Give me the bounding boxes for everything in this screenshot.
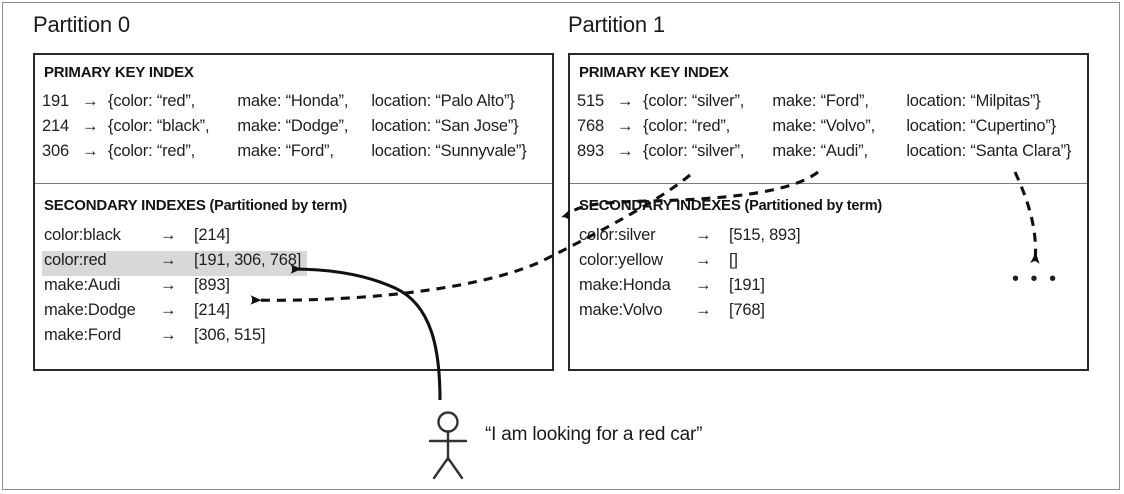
brace-open: { (108, 92, 114, 110)
sec-postings: [191] (729, 276, 765, 294)
sec-postings: [515, 893] (729, 226, 801, 244)
partition-1-secondary-rows: color:silver → [515, 893] color:yellow →… (577, 226, 806, 326)
sec-postings: [893] (194, 276, 230, 294)
sec-term: color:black (44, 226, 121, 244)
sec-postings: [306, 515] (194, 326, 266, 344)
primary-key-row: 191 → { color: “red”, make: “Honda”, loc… (42, 92, 550, 117)
pk-key: 893 (577, 142, 604, 160)
primary-key-row: 768 → { color: “red”, make: “Volvo”, loc… (577, 117, 1085, 142)
arrow-icon: → (617, 142, 634, 160)
secondary-index-row: color:silver → [515, 893] (577, 226, 806, 251)
secondary-index-heading-sub: (Partitioned by term) (740, 198, 883, 214)
ellipsis-more-terms: • • • (1012, 268, 1060, 290)
secondary-index-row: make:Ford → [306, 515] (42, 326, 307, 351)
pk-make: make: “Volvo”, (772, 117, 875, 135)
pk-key: 768 (577, 117, 604, 135)
arrow-icon: → (695, 276, 712, 294)
pk-key: 306 (42, 142, 69, 160)
sec-term: make:Dodge (44, 301, 136, 319)
arrow-icon: → (617, 117, 634, 135)
pk-location: location: “Cupertino”} (906, 117, 1056, 135)
sec-postings: [191, 306, 768] (194, 251, 302, 269)
partition-1-section-divider (570, 183, 1087, 184)
primary-key-row: 306 → { color: “red”, make: “Ford”, loca… (42, 142, 550, 167)
partition-1-secondary-index-heading: SECONDARY INDEXES (Partitioned by term) (579, 197, 882, 214)
sec-term: color:silver (579, 226, 656, 244)
sec-term: color:yellow (579, 251, 663, 269)
arrow-icon: → (695, 251, 712, 269)
brace-open: { (643, 142, 649, 160)
partition-0-primary-key-rows: 191 → { color: “red”, make: “Honda”, loc… (42, 92, 550, 167)
pk-key: 191 (42, 92, 69, 110)
pk-make: make: “Audi”, (772, 142, 868, 160)
partition-0-secondary-index-heading: SECONDARY INDEXES (Partitioned by term) (44, 197, 347, 214)
user-query-quote: “I am looking for a red car” (485, 424, 703, 445)
pk-location: location: “Santa Clara”} (906, 142, 1072, 160)
arrow-icon: → (160, 251, 177, 269)
arrow-icon: → (160, 326, 177, 344)
partition-0-primary-key-index-heading: PRIMARY KEY INDEX (44, 64, 194, 81)
secondary-index-row: color:yellow → [] (577, 251, 806, 276)
arrow-icon: → (160, 226, 177, 244)
arrow-icon: → (82, 92, 99, 110)
partition-0-title: Partition 0 (33, 12, 130, 37)
partition-1-primary-key-rows: 515 → { color: “silver”, make: “Ford”, l… (577, 92, 1085, 167)
secondary-index-row: color:black → [214] (42, 226, 307, 251)
pk-color: color: “silver”, (648, 92, 745, 110)
sec-term: make:Ford (44, 326, 122, 344)
sec-term: color:red (44, 251, 107, 269)
brace-open: { (643, 117, 649, 135)
arrow-icon: → (617, 92, 634, 110)
brace-open: { (643, 92, 649, 110)
pk-location: location: “Sunnyvale”} (371, 142, 527, 160)
arrow-icon: → (695, 301, 712, 319)
secondary-index-heading-main: SECONDARY INDEXES (44, 197, 206, 214)
sec-postings: [768] (729, 301, 765, 319)
arrow-icon: → (160, 276, 177, 294)
pk-color: color: “black”, (113, 117, 210, 135)
arrow-icon: → (82, 142, 99, 160)
pk-location: location: “Milpitas”} (906, 92, 1041, 110)
arrow-icon: → (82, 117, 99, 135)
pk-color: color: “red”, (648, 117, 731, 135)
secondary-index-heading-sub: (Partitioned by term) (205, 198, 348, 214)
pk-location: location: “San Jose”} (371, 117, 519, 135)
brace-open: { (108, 117, 114, 135)
sec-term: make:Honda (579, 276, 671, 294)
secondary-index-row: make:Audi → [893] (42, 276, 307, 301)
secondary-index-row: make:Volvo → [768] (577, 301, 806, 326)
pk-make: make: “Dodge”, (237, 117, 349, 135)
sec-postings: [214] (194, 226, 230, 244)
pk-location: location: “Palo Alto”} (371, 92, 515, 110)
primary-key-row: 214 → { color: “black”, make: “Dodge”, l… (42, 117, 550, 142)
partition-0-section-divider (35, 183, 552, 184)
sec-term: make:Volvo (579, 301, 663, 319)
pk-key: 515 (577, 92, 604, 110)
pk-key: 214 (42, 117, 69, 135)
secondary-index-row-highlighted: color:red → [191, 306, 768] (42, 251, 308, 276)
arrow-icon: → (160, 301, 177, 319)
primary-key-row: 893 → { color: “silver”, make: “Audi”, l… (577, 142, 1085, 167)
pk-color: color: “red”, (113, 142, 196, 160)
arrow-icon: → (695, 226, 712, 244)
pk-make: make: “Honda”, (237, 92, 349, 110)
primary-key-row: 515 → { color: “silver”, make: “Ford”, l… (577, 92, 1085, 117)
pk-color: color: “silver”, (648, 142, 745, 160)
brace-open: { (108, 142, 114, 160)
secondary-index-heading-main: SECONDARY INDEXES (579, 197, 741, 214)
sec-postings: [] (729, 251, 738, 269)
pk-make: make: “Ford”, (772, 92, 869, 110)
pk-make: make: “Ford”, (237, 142, 334, 160)
secondary-index-row: make:Dodge → [214] (42, 301, 307, 326)
secondary-index-row: make:Honda → [191] (577, 276, 806, 301)
partition-0-secondary-rows: color:black → [214] color:red → [191, 30… (42, 226, 308, 351)
partition-1-primary-key-index-heading: PRIMARY KEY INDEX (579, 64, 729, 81)
pk-color: color: “red”, (113, 92, 196, 110)
sec-term: make:Audi (44, 276, 121, 294)
sec-postings: [214] (194, 301, 230, 319)
partition-1-title: Partition 1 (568, 12, 665, 37)
